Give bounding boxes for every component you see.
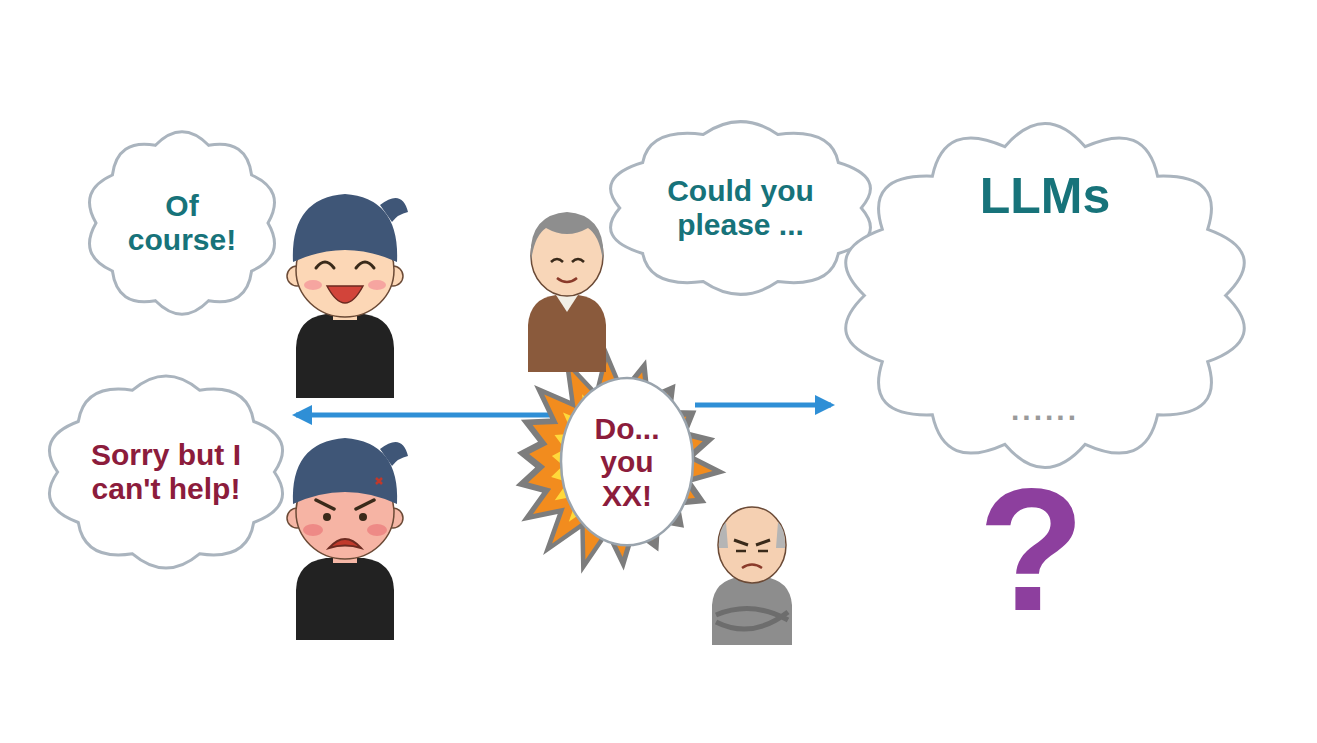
text-holder: Do... you XX! — [559, 376, 695, 547]
polite-old-man — [528, 295, 606, 372]
explosion-burst — [516, 347, 727, 574]
explosion-burst — [516, 347, 727, 574]
angry-young-man — [296, 558, 394, 640]
flow-arrow — [695, 403, 831, 408]
speech-cloud: Of course! — [82, 128, 282, 318]
polite-old-man — [557, 278, 577, 282]
bubble-text: Could you please ... — [651, 174, 831, 241]
cloud-outline — [611, 122, 871, 295]
angry-young-man — [329, 539, 361, 548]
angry-old-man — [712, 577, 792, 645]
polite-old-man — [531, 212, 604, 262]
happy-young-man — [356, 262, 374, 268]
polite-old-man — [572, 259, 584, 262]
angry-old-man — [718, 507, 786, 583]
angry-young-man — [356, 500, 374, 509]
angry-young-man — [303, 524, 323, 536]
bubble-text: Of course! — [122, 189, 242, 256]
angry-old-man — [734, 540, 748, 545]
happy-young-man — [380, 198, 408, 222]
happy-young-man — [287, 194, 408, 398]
bubble-text: Do... you XX! — [587, 412, 667, 513]
flow-arrow — [296, 413, 559, 418]
text-holder: Of course! — [82, 128, 282, 318]
cloud-outline — [49, 376, 282, 568]
angry-old-man — [712, 507, 792, 645]
angry-old-man — [756, 540, 770, 545]
bubble-text: Sorry but I can't help! — [86, 438, 246, 505]
angry-young-man — [287, 438, 408, 640]
speech-cloud: Could you please ... — [600, 118, 881, 298]
angry-old-man — [716, 609, 788, 629]
angry-young-man — [359, 513, 367, 521]
polite-old-man — [551, 259, 563, 262]
oval-outline — [561, 378, 693, 545]
happy-young-man — [304, 280, 322, 290]
text-holder: Sorry but I can't help! — [40, 372, 292, 572]
bubble-text: LLMs — [980, 168, 1111, 224]
happy-young-man — [296, 314, 394, 398]
angry-old-man — [742, 565, 762, 569]
polite-old-man — [556, 295, 578, 312]
thought-cloud: LLMs...... — [835, 118, 1255, 473]
explosion-burst — [528, 362, 712, 560]
happy-young-man — [327, 286, 363, 303]
angry-young-man — [316, 500, 334, 509]
angry-young-man — [376, 478, 382, 484]
shout-bubble: Do... you XX! — [559, 376, 695, 547]
polite-old-man — [528, 212, 606, 372]
angry-old-man — [719, 522, 785, 548]
ellipsis-text: ...... — [1011, 393, 1079, 427]
angry-young-man — [367, 524, 387, 536]
text-holder: Could you please ... — [600, 118, 881, 298]
question-mark: ? — [978, 462, 1085, 637]
happy-young-man — [368, 280, 386, 290]
angry-old-man — [736, 550, 768, 553]
angry-young-man — [323, 513, 331, 521]
text-holder: LLMs...... — [835, 118, 1255, 473]
cloud-outline — [846, 123, 1245, 467]
happy-young-man — [316, 262, 334, 268]
angry-young-man — [380, 442, 408, 466]
cloud-outline — [90, 132, 275, 314]
speech-cloud: Sorry but I can't help! — [40, 372, 292, 572]
